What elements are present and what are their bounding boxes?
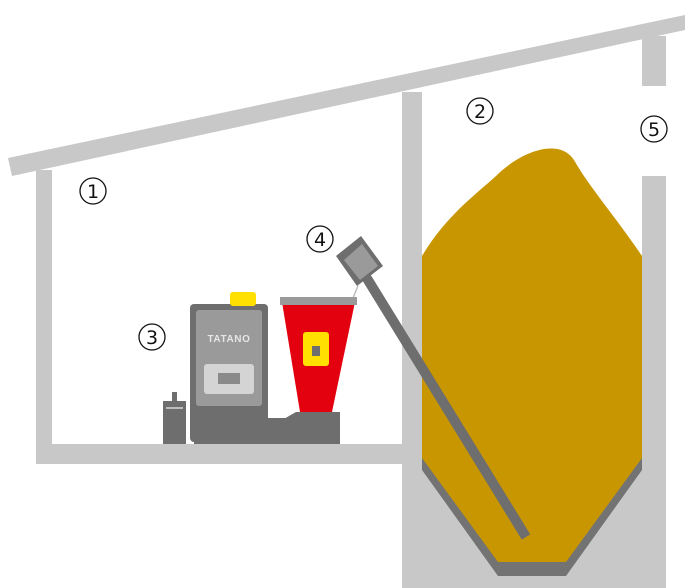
marker-3: 3 <box>138 323 166 351</box>
marker-5-circle <box>640 115 668 143</box>
boiler-brand: TATANO <box>207 334 250 345</box>
side-unit-knob <box>172 392 177 402</box>
marker-2-label: 2 <box>474 101 486 123</box>
hopper-indicator-dot <box>312 346 320 356</box>
marker-1-circle <box>79 177 107 205</box>
auger-tube <box>347 251 531 540</box>
pellet-silo <box>422 148 642 576</box>
marker-5: 5 <box>640 115 668 143</box>
marker-1: 1 <box>79 177 107 205</box>
marker-2-circle <box>466 97 494 125</box>
boiler-side-unit <box>163 401 186 444</box>
pellet-hopper <box>268 297 357 444</box>
boiler-yellow-tab <box>230 292 256 306</box>
marker-4: 4 <box>306 225 334 253</box>
marker-5-label: 5 <box>648 119 660 141</box>
sloped-roof <box>8 15 685 176</box>
right-pillar-top <box>642 36 666 86</box>
marker-3-label: 3 <box>146 327 158 349</box>
right-pillar-bottom <box>642 176 666 588</box>
hopper-rim <box>280 297 357 305</box>
hopper-stand <box>268 412 340 444</box>
marker-2: 2 <box>466 97 494 125</box>
boiler-display-slot <box>218 373 240 384</box>
middle-pillar <box>402 92 422 464</box>
auger-head-face <box>344 244 378 280</box>
marker-3-circle <box>138 323 166 351</box>
marker-4-label: 4 <box>314 229 326 251</box>
silo-funnel-liner <box>422 456 642 576</box>
marker-1-label: 1 <box>87 181 99 203</box>
marker-4-circle <box>306 225 334 253</box>
floor-slab <box>36 444 422 464</box>
left-wall <box>36 170 52 446</box>
pellet-pile <box>422 148 642 562</box>
pellet-boiler: TATANO <box>163 292 340 444</box>
side-unit-line <box>166 407 183 409</box>
